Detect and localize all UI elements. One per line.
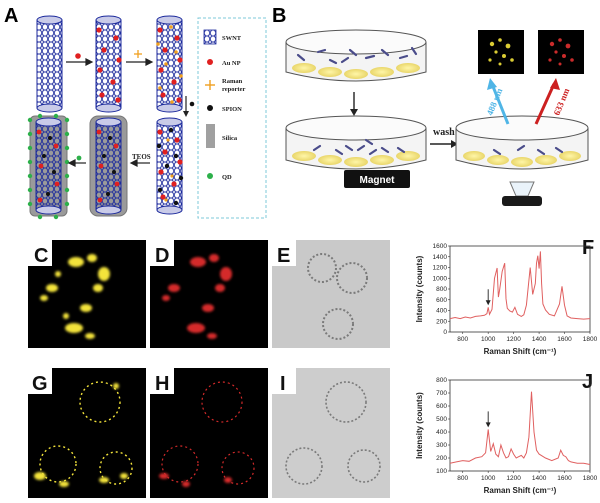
plot-frame: [449, 379, 591, 472]
y-tick-label: 300: [436, 442, 447, 449]
magnet: Magnet: [344, 170, 410, 188]
au-np-marker-icon: [75, 53, 81, 59]
peak-arrow-head: [485, 422, 491, 428]
micrograph-d: D: [150, 240, 268, 348]
scheme-b: B Magnet: [272, 5, 589, 206]
panel-label-c: C: [34, 245, 48, 267]
y-tick-label: 0: [443, 329, 447, 336]
qd-legend-icon: [207, 173, 213, 179]
micrograph-h: H: [150, 368, 268, 498]
x-tick-label: 1600: [557, 475, 572, 482]
x-tick-label: 1600: [557, 336, 572, 343]
culture-dish-3: [455, 115, 589, 170]
x-tick-label: 800: [457, 475, 468, 482]
legend-spion: SPION: [222, 106, 242, 113]
label-633: 633 nm: [552, 86, 572, 116]
micrograph-g: G: [28, 368, 146, 498]
panel-label-e: E: [277, 245, 290, 267]
legend-raman-2: reporter: [222, 86, 245, 93]
swnt-tube-2: [95, 15, 122, 113]
label-488: 488 nm: [485, 86, 505, 116]
x-axis-label: Raman Shift (cm⁻¹): [484, 347, 557, 356]
y-axis-label: Intensity (counts): [415, 392, 424, 459]
y-tick-label: 400: [436, 429, 447, 436]
x-tick-label: 1200: [506, 475, 521, 482]
swnt-tube-4: [156, 117, 184, 215]
scheme-a: A: [4, 5, 267, 220]
panel-label-a: A: [4, 5, 18, 27]
micrograph-c: C: [28, 240, 146, 348]
peak-arrow-head: [485, 300, 491, 306]
qd-marker-icon: [76, 155, 82, 161]
x-tick-label: 1800: [583, 475, 598, 482]
panel-label-j: J: [582, 371, 593, 393]
silica-legend-icon: [206, 124, 215, 148]
spectrum-j: J 100 200 300 400 500 600 700 800 800 1000 1200 140…: [415, 371, 598, 495]
panel-label-g: G: [32, 373, 48, 395]
x-tick-label: 1400: [532, 475, 547, 482]
y-tick-label: 800: [436, 377, 447, 384]
y-tick-label: 1600: [433, 243, 448, 250]
panel-label-i: I: [280, 373, 286, 395]
wash-label: wash: [433, 127, 455, 138]
objective-lens: [502, 181, 542, 206]
micrograph-i: I: [272, 368, 390, 498]
panel-label-h: H: [155, 373, 169, 395]
legend-swnt: SWNT: [222, 35, 242, 42]
swnt-silica-tube: [89, 115, 128, 217]
magnet-label: Magnet: [360, 175, 396, 186]
y-tick-label: 600: [436, 297, 447, 304]
y-axis-label: Intensity (counts): [415, 255, 424, 322]
spectrum-f: F 0 200 400 600 800 1000 1200 1400 1600 800 1000 12…: [415, 237, 598, 356]
panel-label-d: D: [155, 245, 169, 267]
micrograph-e: E: [272, 240, 390, 348]
y-tick-label: 500: [436, 416, 447, 423]
plot-frame: [449, 245, 591, 333]
wash-arrow: wash: [430, 127, 458, 148]
fluorescence-thumb-yellow: [478, 30, 524, 74]
y-tick-label: 800: [436, 286, 447, 293]
y-tick-label: 400: [436, 308, 447, 315]
raman-legend-icon: [205, 80, 215, 90]
legend-qd: QD: [222, 174, 232, 181]
legend-au: Au NP: [222, 60, 241, 67]
spion-legend-icon: [207, 105, 213, 111]
y-tick-label: 600: [436, 403, 447, 410]
x-tick-label: 1200: [506, 336, 521, 343]
y-tick-label: 700: [436, 390, 447, 397]
x-axis-label: Raman Shift (cm⁻¹): [484, 486, 557, 495]
x-tick-label: 1000: [481, 475, 496, 482]
arrow-down: [350, 92, 358, 116]
swnt-tube-1: [36, 15, 63, 113]
y-tick-label: 200: [436, 455, 447, 462]
y-tick-label: 1000: [433, 275, 448, 282]
spectrum-line: [449, 251, 591, 320]
x-tick-label: 1800: [583, 336, 598, 343]
legend-raman-1: Raman: [222, 78, 243, 85]
raman-marker-icon: [134, 50, 142, 58]
y-tick-label: 1200: [433, 265, 448, 272]
au-legend-icon: [207, 59, 213, 65]
step-arrow-down: [183, 96, 195, 117]
micrograph-grid: C D E G: [28, 240, 390, 498]
panel-label-b: B: [272, 5, 286, 27]
y-tick-label: 100: [436, 468, 447, 475]
legend-box: SWNT Au NP Raman reporter SPION Silica Q…: [197, 17, 267, 219]
x-tick-label: 1400: [532, 336, 547, 343]
fluorescence-thumb-red: [538, 30, 584, 74]
legend-silica: Silica: [222, 135, 238, 142]
x-tick-label: 800: [457, 336, 468, 343]
culture-dish-2: [285, 115, 427, 170]
spectrum-line: [449, 391, 591, 465]
teos-label: TEOS: [132, 153, 151, 161]
swnt-legend-icon: [203, 29, 217, 45]
x-tick-label: 1000: [481, 336, 496, 343]
panel-label-f: F: [582, 237, 594, 259]
y-tick-label: 200: [436, 318, 447, 325]
swnt-tube-3: [156, 15, 183, 113]
swnt-qd-tube: [27, 113, 70, 220]
culture-dish-1: [285, 29, 427, 82]
y-tick-label: 1400: [433, 254, 448, 261]
